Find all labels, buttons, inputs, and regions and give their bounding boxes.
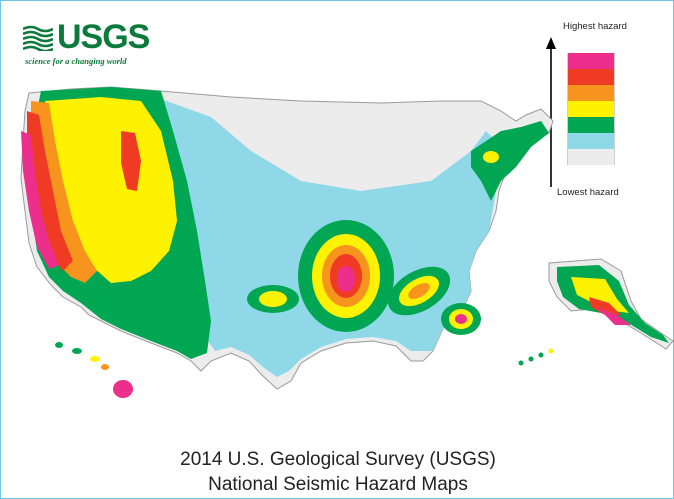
hazard-zone-pink-westcoast	[21, 131, 59, 269]
hazard-zone-pink-charleston	[455, 314, 467, 324]
legend-swatch-level-3	[567, 117, 615, 133]
hazard-zone-yellow-alaska	[571, 277, 629, 313]
legend-high-label: Highest hazard	[563, 21, 627, 32]
hawaii-islands	[55, 342, 133, 398]
usgs-logo: USGS science for a changing world	[23, 19, 153, 69]
hazard-zone-yellow-oklahoma	[259, 291, 287, 307]
hazard-zone-pink-newmadrid	[337, 266, 355, 292]
hazard-zone-yellow-northeast	[483, 151, 499, 163]
usgs-wave-logo-icon	[23, 25, 53, 51]
legend-low-label: Lowest hazard	[557, 187, 619, 198]
hazard-zone-red-intermountain	[121, 131, 141, 191]
legend-swatch-level-7	[567, 53, 615, 69]
hazard-zone-green-northeast	[471, 121, 549, 201]
up-arrow-icon	[546, 37, 556, 187]
caption-line-2: National Seismic Hazard Maps	[208, 474, 468, 495]
legend-swatch-level-1	[567, 149, 615, 165]
seismic-hazard-map	[20, 86, 674, 398]
logo-wordmark: USGS	[57, 18, 150, 56]
hazard-zone-pink-alaska	[597, 307, 631, 325]
legend-swatches	[567, 53, 615, 165]
map-caption: 2014 U.S. Geological Survey (USGS) Natio…	[1, 447, 674, 497]
logo-tagline: science for a changing world	[25, 56, 127, 66]
hazard-zone-red-alaska	[589, 297, 621, 315]
hazard-legend: Highest hazard Lowest hazard	[541, 21, 661, 211]
hazard-zone-orange-etennessee	[408, 283, 430, 299]
legend-swatch-level-5	[567, 85, 615, 101]
legend-swatch-level-4	[567, 101, 615, 117]
caption-line-1: 2014 U.S. Geological Survey (USGS)	[180, 449, 496, 470]
hazard-zone-red-westcoast	[27, 111, 73, 271]
legend-swatch-level-6	[567, 69, 615, 85]
legend-swatch-level-2	[567, 133, 615, 149]
